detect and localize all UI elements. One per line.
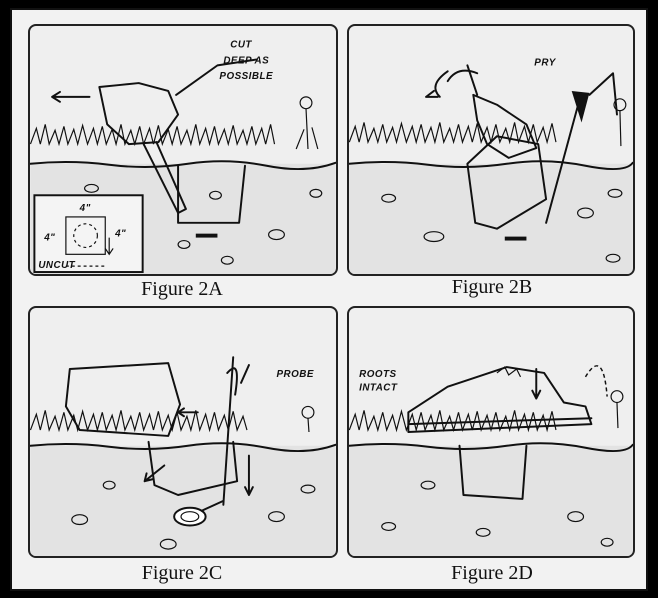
possible-label: POSSIBLE: [219, 71, 273, 82]
figure-2b-drawing: PRY: [349, 26, 633, 274]
intact-label: INTACT: [359, 383, 398, 394]
figure-2a-panel: CUT DEEP AS POSSIBLE 4" 4" 4" UNCUT: [28, 24, 338, 276]
uncut-label: UNCUT: [38, 260, 75, 271]
figure-2b-caption: Figure 2B: [342, 276, 642, 299]
figure-2c-panel: PROBE: [28, 306, 338, 558]
deep-as-label: DEEP AS: [223, 55, 269, 66]
roots-label: ROOTS: [359, 369, 396, 380]
dimension-top-label: 4": [79, 203, 91, 214]
figure-2a-drawing: CUT DEEP AS POSSIBLE 4" 4" 4" UNCUT: [30, 26, 336, 274]
dimension-right-label: 4": [114, 229, 126, 240]
figure-2c-caption: Figure 2C: [32, 562, 332, 585]
cut-label: CUT: [230, 40, 252, 51]
illustration-sheet: CUT DEEP AS POSSIBLE 4" 4" 4" UNCUT Figu…: [10, 8, 648, 591]
figure-2a-caption: Figure 2A: [32, 278, 332, 301]
figure-2b-panel: PRY: [347, 24, 635, 276]
pry-label: PRY: [534, 57, 556, 68]
figure-2d-drawing: ROOTS INTACT: [349, 308, 633, 556]
figure-2c-drawing: PROBE: [30, 308, 336, 556]
dimension-left-label: 4": [43, 233, 55, 244]
probe-label: PROBE: [276, 369, 313, 380]
figure-2d-panel: ROOTS INTACT: [347, 306, 635, 558]
figure-2d-caption: Figure 2D: [342, 562, 642, 585]
